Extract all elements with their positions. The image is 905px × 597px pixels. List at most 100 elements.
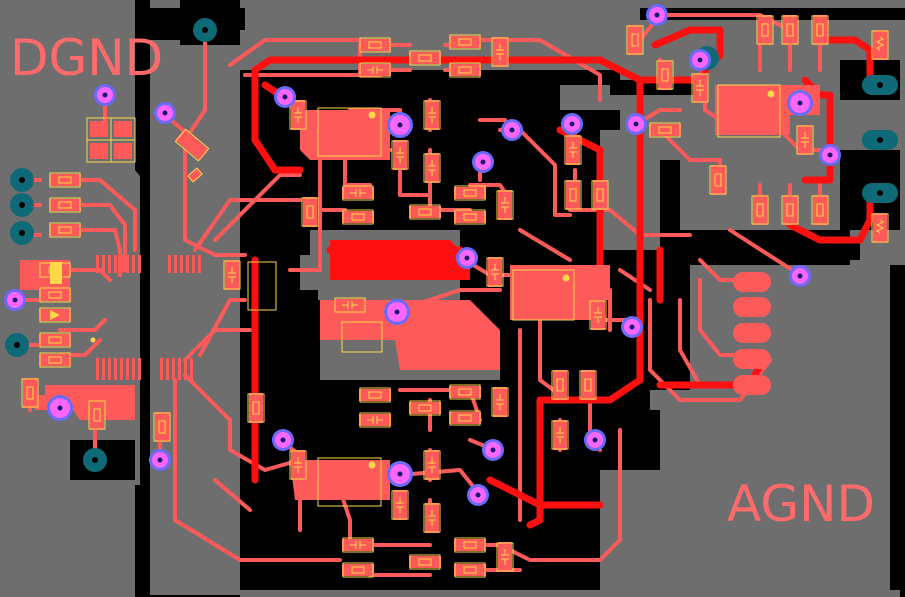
via	[787, 90, 813, 116]
mcu-pins	[96, 255, 201, 380]
passive-component	[247, 393, 265, 423]
trace	[183, 28, 247, 257]
ic4-pad	[290, 460, 390, 500]
via	[689, 49, 711, 71]
via	[456, 247, 478, 269]
passive-component	[391, 140, 409, 170]
via	[561, 113, 583, 135]
passive-component	[289, 450, 307, 480]
ic-package	[717, 84, 781, 138]
passive-component	[649, 122, 681, 138]
power-net	[826, 36, 874, 84]
via	[501, 119, 523, 141]
passive-component	[187, 167, 203, 183]
passive-component	[409, 204, 441, 220]
power-fill	[330, 240, 470, 280]
passive-component	[391, 490, 409, 520]
oval-pad	[862, 75, 898, 95]
copper-pour-center	[320, 300, 500, 370]
passive-component	[454, 209, 486, 225]
passive-component	[449, 410, 481, 426]
connector-pin	[733, 375, 771, 395]
capacitor-large	[247, 261, 277, 311]
through-hole-pad	[10, 221, 34, 245]
via	[584, 429, 606, 451]
through-hole-pad	[5, 333, 29, 357]
passive-component	[39, 352, 71, 368]
via	[789, 265, 811, 287]
passive-component	[491, 37, 509, 67]
connector-pin	[733, 349, 771, 369]
passive-component	[289, 100, 307, 130]
isolation-gaps	[70, 0, 900, 597]
passive-component	[21, 378, 39, 408]
ic-outlines	[86, 84, 781, 507]
passive-component	[49, 172, 81, 188]
passive-component	[796, 125, 814, 155]
passive-component	[409, 400, 441, 416]
via	[154, 102, 176, 124]
ic-package	[317, 107, 382, 157]
passive-component	[564, 135, 582, 165]
agnd-pour	[600, 265, 890, 590]
passive-component	[449, 34, 481, 50]
passive-component	[454, 185, 486, 201]
passive-component	[423, 153, 441, 183]
dgnd-label: DGND	[10, 29, 163, 87]
connector-pin	[733, 272, 771, 292]
oval-pad	[862, 130, 898, 150]
passive-component	[342, 185, 374, 201]
passive-component	[591, 180, 609, 210]
passive-component	[781, 15, 799, 45]
passive-component	[491, 387, 509, 417]
passive-component	[589, 300, 607, 330]
passive-component	[153, 412, 171, 442]
through-hole-pad	[10, 168, 34, 192]
pin1-markers	[90, 90, 775, 469]
passive-component	[751, 195, 769, 225]
passive-component	[39, 287, 71, 303]
passive-component	[551, 420, 569, 450]
via	[625, 113, 647, 135]
via	[819, 144, 841, 166]
via	[387, 112, 413, 138]
passive-component	[423, 503, 441, 533]
via	[47, 395, 73, 421]
passive-component	[454, 562, 486, 578]
via	[274, 86, 296, 108]
via	[4, 289, 26, 311]
passive-component	[449, 62, 481, 78]
agnd-label: AGND	[727, 475, 875, 533]
via	[387, 461, 413, 487]
passive-component	[359, 37, 391, 53]
ic-package	[512, 269, 575, 321]
connector-pin	[733, 323, 771, 343]
passive-component	[564, 180, 582, 210]
capacitor-large	[341, 321, 383, 353]
passive-component	[496, 542, 514, 572]
passive-component	[409, 554, 441, 570]
through-hole-pad	[10, 193, 34, 217]
passive-component	[626, 25, 644, 55]
passive-component	[39, 307, 71, 323]
passive-component	[223, 260, 241, 290]
passive-component	[496, 190, 514, 220]
passive-component	[39, 332, 71, 348]
ic3-pad	[510, 265, 610, 320]
passive-component	[342, 537, 374, 553]
passive-component	[486, 257, 504, 287]
passive-components	[21, 15, 889, 578]
passive-component	[359, 62, 391, 78]
via	[94, 84, 116, 106]
passive-component	[49, 222, 81, 238]
passive-component	[871, 213, 889, 243]
via	[482, 439, 504, 461]
passive-component	[342, 562, 374, 578]
passive-component	[174, 128, 210, 162]
passive-component	[756, 15, 774, 45]
edge-connector	[733, 272, 771, 395]
connector-pin	[733, 297, 771, 317]
passive-component	[811, 195, 829, 225]
passive-component	[88, 400, 106, 430]
